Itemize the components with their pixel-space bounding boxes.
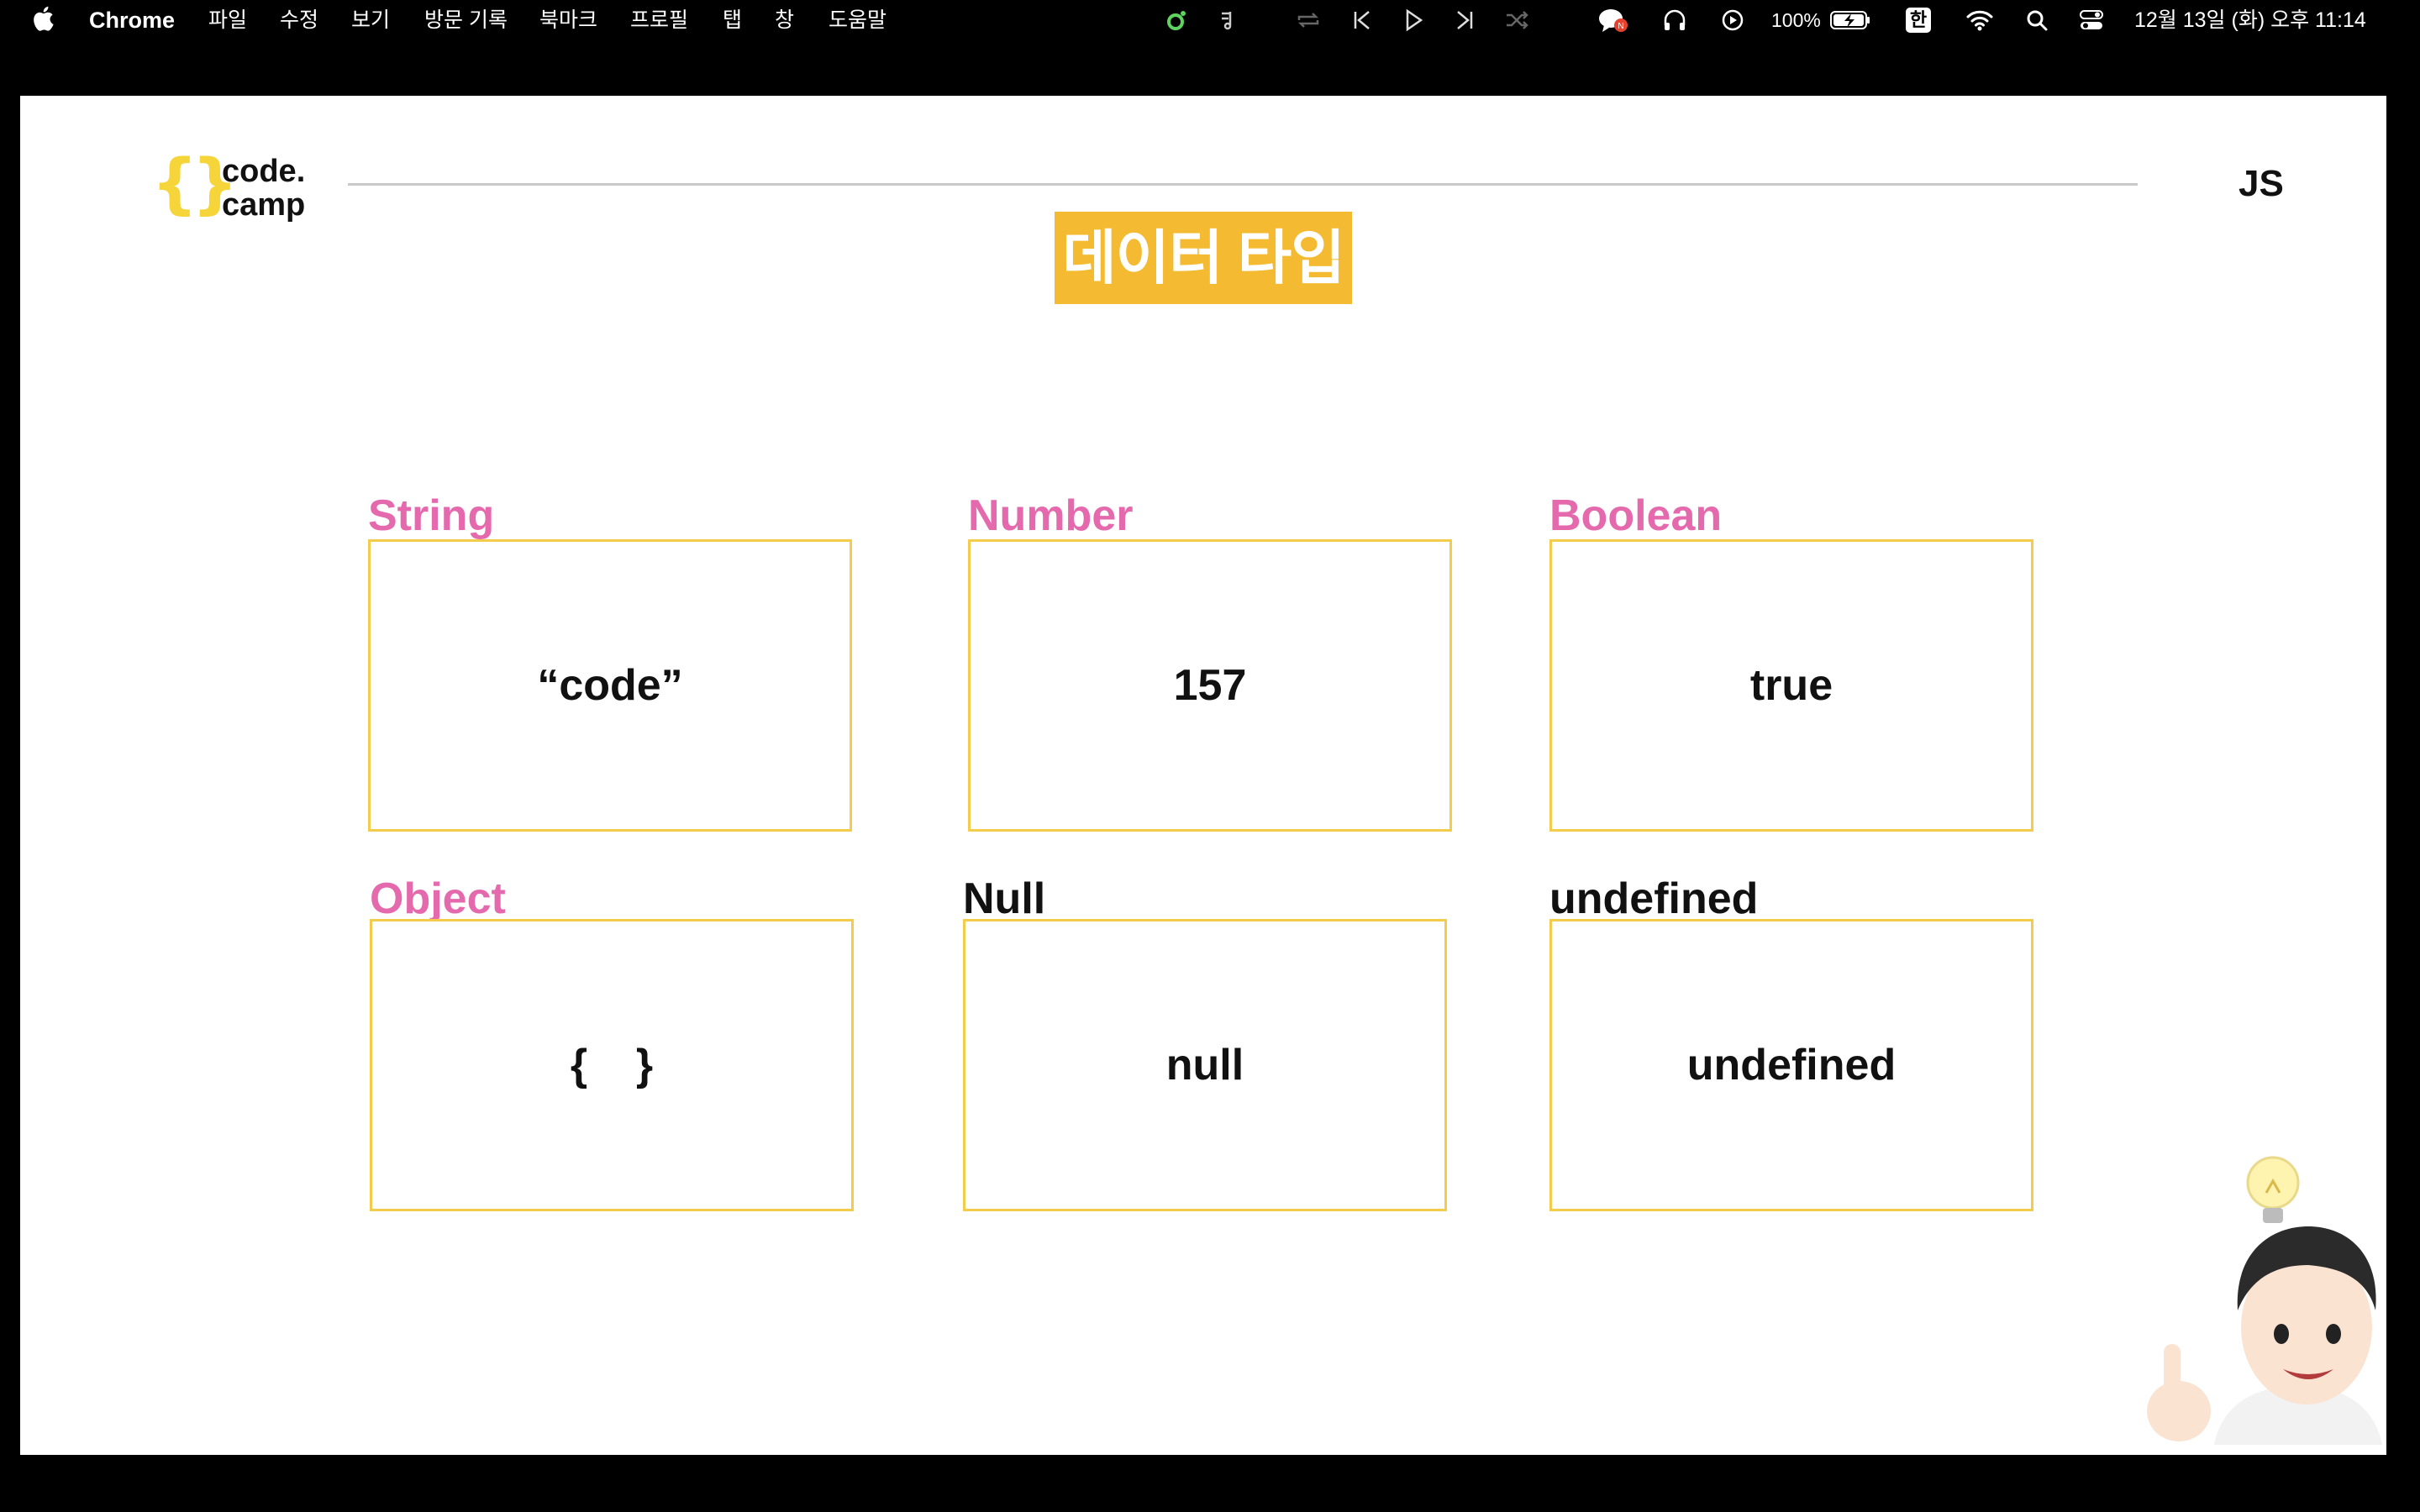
wifi-icon[interactable]	[1965, 7, 1995, 34]
menu-window[interactable]: 창	[775, 8, 795, 32]
menu-bar: Chrome 파일 수정 보기 방문 기록 북마크 프로필 탭 창 도움말 N …	[0, 0, 2420, 40]
play-circle-icon[interactable]	[1719, 7, 1746, 34]
menu-app-name[interactable]: Chrome	[89, 8, 176, 33]
battery-percent: 100%	[1771, 9, 1821, 31]
title-banner: 데이터 타입	[1055, 212, 1352, 304]
card-label-undefined: undefined	[1549, 874, 1759, 923]
card-string: “code”	[368, 539, 852, 832]
shuffle-icon[interactable]	[1502, 7, 1531, 34]
card-label-string: String	[368, 491, 495, 540]
card-number: 157	[968, 539, 1452, 832]
menu-file[interactable]: 파일	[208, 8, 248, 32]
card-object: { }	[370, 919, 854, 1211]
headphones-icon[interactable]	[1660, 7, 1689, 34]
apple-icon[interactable]	[32, 4, 54, 33]
card-label-boolean: Boolean	[1549, 491, 1723, 540]
codecamp-logo: code. camp	[222, 155, 305, 222]
menu-help[interactable]: 도움말	[829, 8, 887, 32]
card-null: null	[963, 919, 1447, 1211]
memoji-presenter-image	[2147, 1156, 2382, 1445]
card-value-string: “code”	[537, 661, 683, 710]
control-center-icon[interactable]	[2077, 7, 2106, 34]
logo-line1: code.	[222, 154, 306, 189]
logo-left-brace: {	[151, 146, 198, 222]
menu-profile[interactable]: 프로필	[630, 8, 689, 32]
logo-line2: camp	[222, 187, 306, 223]
menu-tab[interactable]: 탭	[723, 8, 743, 32]
card-value-null: null	[1165, 1041, 1244, 1089]
corner-label: JS	[2238, 163, 2284, 204]
card-label-object: Object	[370, 874, 506, 923]
input-source-label: 한	[1906, 8, 1931, 33]
lyrics-icon[interactable]	[1215, 7, 1242, 34]
logo-right-brace: }	[192, 146, 239, 222]
card-undefined: undefined	[1549, 919, 2033, 1211]
play-icon[interactable]	[1400, 7, 1427, 34]
card-boolean: true	[1549, 539, 2033, 832]
card-value-number: 157	[1173, 661, 1247, 710]
next-track-icon[interactable]	[1452, 7, 1479, 34]
card-label-null: Null	[963, 874, 1046, 923]
presentation-slide: { } code. camp JS 데이터 타입 String “code” N…	[20, 96, 2386, 1455]
menu-edit[interactable]: 수정	[280, 8, 319, 32]
card-value-boolean: true	[1749, 661, 1833, 710]
battery-charging-icon[interactable]	[1828, 7, 1872, 34]
search-icon[interactable]	[2023, 7, 2050, 34]
clock[interactable]: 12월 13일 (화) 오후 11:14	[2134, 8, 2366, 32]
input-source-icon[interactable]: 한	[1904, 7, 1933, 34]
previous-track-icon[interactable]	[1348, 7, 1375, 34]
repeat-icon[interactable]	[1294, 7, 1323, 34]
menu-history[interactable]: 방문 기록	[424, 8, 508, 32]
card-value-object: { }	[570, 1041, 654, 1089]
music-status-icon[interactable]	[1163, 7, 1190, 34]
card-label-number: Number	[968, 491, 1134, 540]
slide-title: 데이터 타입	[1062, 225, 1344, 291]
menu-view[interactable]: 보기	[351, 8, 391, 32]
header-divider	[348, 183, 2138, 186]
lightbulb-icon	[2246, 1156, 2300, 1223]
menu-bookmarks[interactable]: 북마크	[539, 8, 598, 32]
svg-text:N: N	[1618, 22, 1623, 31]
kakaotalk-icon[interactable]: N	[1597, 7, 1630, 34]
card-value-undefined: undefined	[1686, 1041, 1897, 1089]
